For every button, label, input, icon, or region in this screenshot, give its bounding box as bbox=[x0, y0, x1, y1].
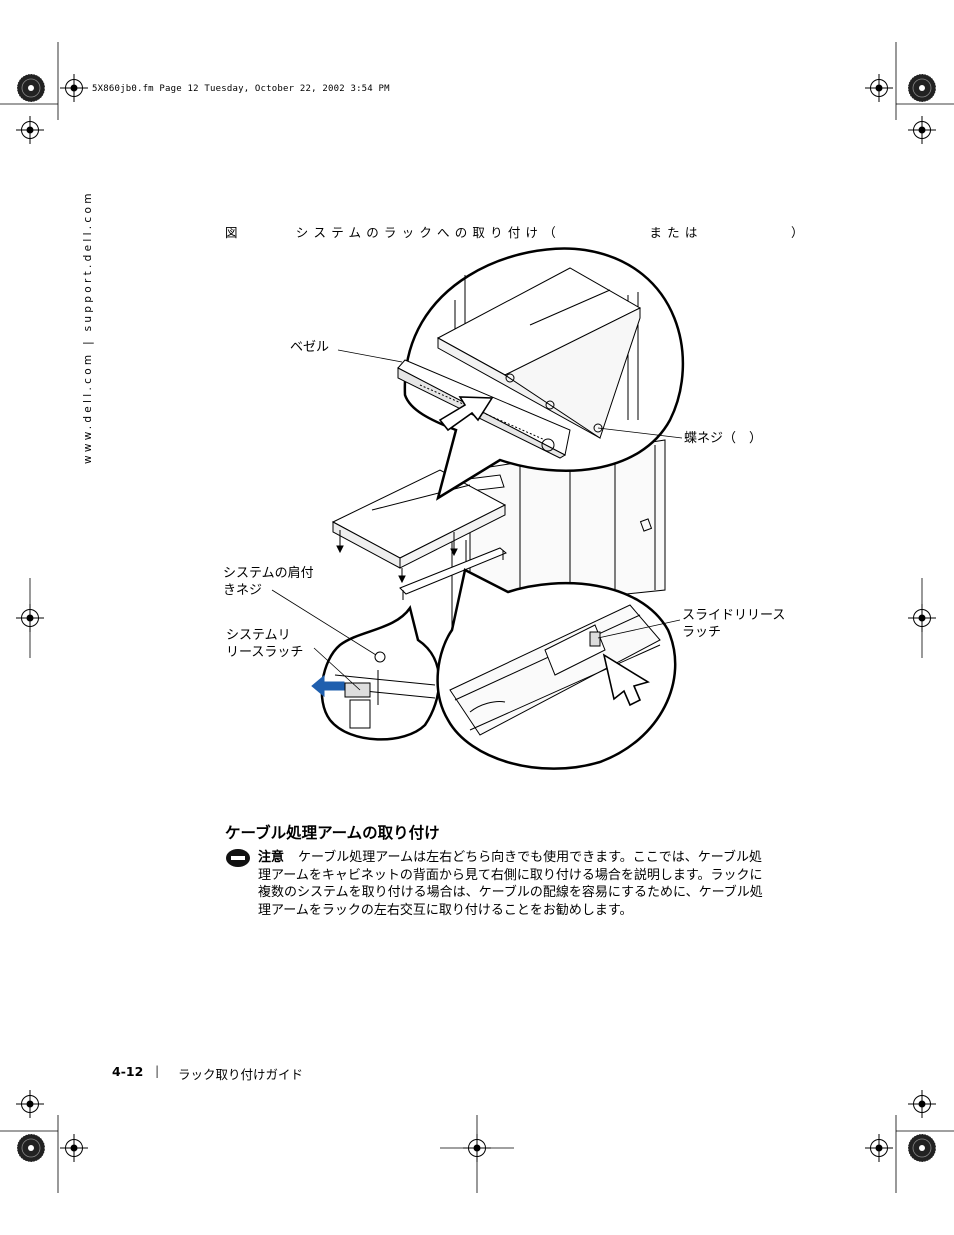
callout-leader-lines bbox=[271, 349, 683, 691]
notice-label: 注意 bbox=[258, 850, 285, 865]
figure-caption: 図 システムのラックへの取り付け（ または ） bbox=[225, 225, 809, 240]
page-number: 4-12 bbox=[112, 1064, 144, 1079]
callout-bezel: ベゼル bbox=[290, 340, 330, 355]
footer-separator: | bbox=[155, 1063, 160, 1078]
slide-rail-detail-view bbox=[436, 568, 677, 770]
callout-shoulder-screw: システムの肩付 きネジ bbox=[223, 566, 314, 598]
notice-icon bbox=[226, 849, 250, 867]
server-chassis bbox=[331, 469, 507, 584]
footer-title: ラック取り付けガイド bbox=[178, 1067, 304, 1082]
release-arrow-icon bbox=[311, 674, 345, 698]
callout-system-release-latch: システムリ リースラッチ bbox=[226, 628, 304, 660]
print-header: 5X860jb0.fm Page 12 Tuesday, October 22,… bbox=[92, 84, 390, 94]
notice-body: ケーブル処理アームは左右どちら向きでも使用できます。ここでは、ケーブル処 理アー… bbox=[258, 850, 763, 918]
section-heading: ケーブル処理アームの取り付け bbox=[225, 824, 440, 842]
callout-slide-release-latch: スライドリリース ラッチ bbox=[682, 608, 786, 640]
release-latch-detail-view bbox=[320, 604, 441, 741]
notice-text: 注意ケーブル処理アームは左右どちら向きでも使用できます。ここでは、ケーブル処 理… bbox=[258, 849, 810, 919]
slide-arrow-icon bbox=[602, 653, 650, 707]
push-arrow-icon bbox=[438, 396, 494, 432]
callout-thumbscrew: 蝶ネジ（ ） bbox=[684, 431, 763, 446]
